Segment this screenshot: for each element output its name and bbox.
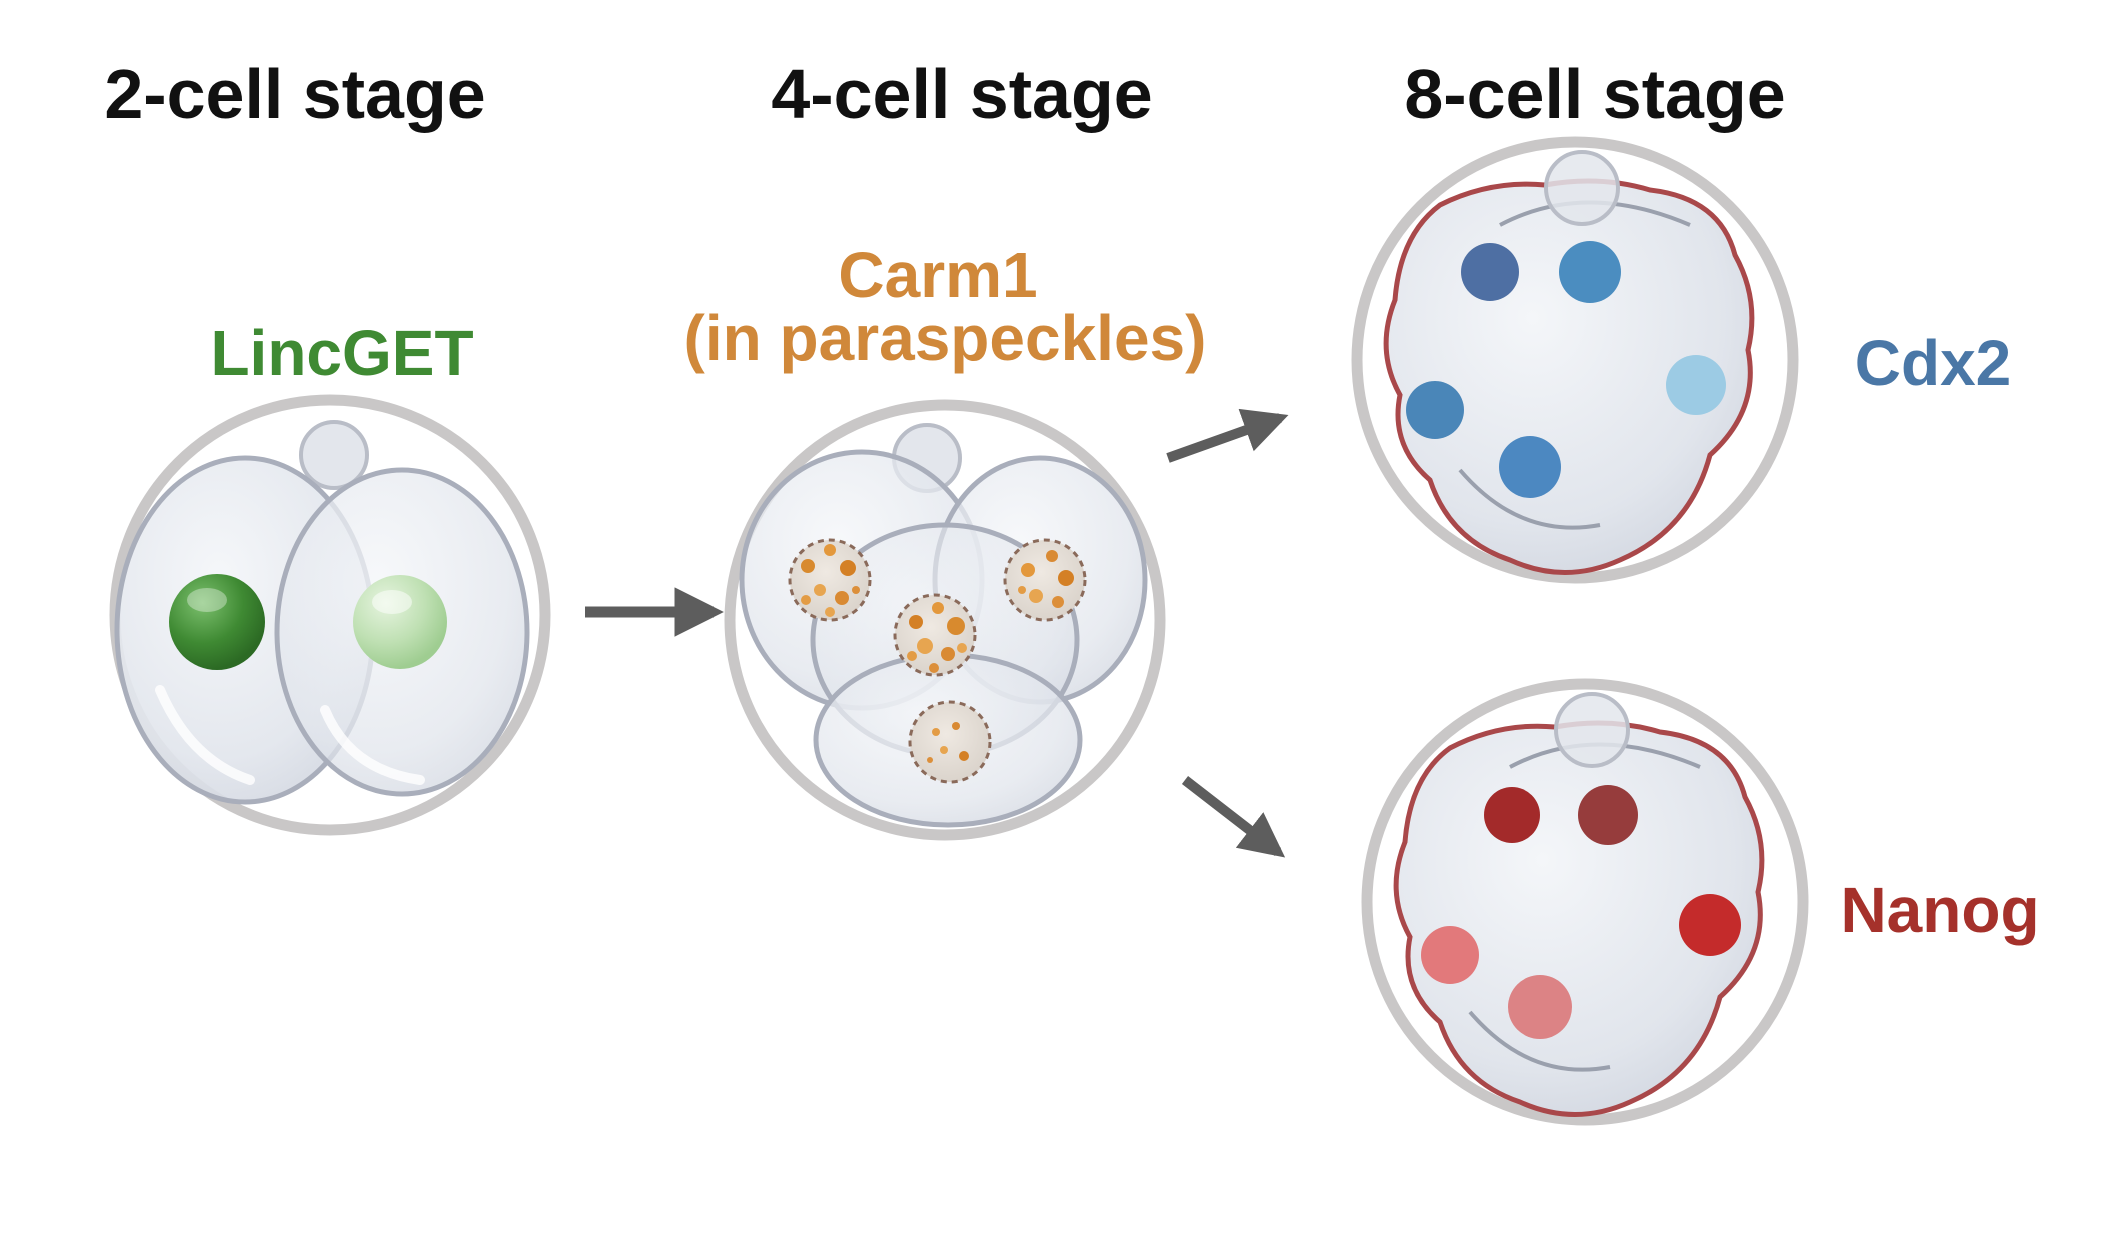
eight-cell-embryo-cdx2 <box>1351 136 1799 584</box>
marker-label-cdx2: Cdx2 <box>1855 327 2012 399</box>
arrow-to-8-cell-nanog <box>1181 776 1286 858</box>
paraspeckle-nucleus-center <box>893 593 977 677</box>
nucleus-nanog-2 <box>1578 785 1638 845</box>
paraspeckle-nucleus-left <box>788 538 872 622</box>
nucleus-cdx2-1 <box>1461 243 1519 301</box>
paraspeckle-nucleus-right <box>1003 538 1087 622</box>
nucleus-lincget-low <box>353 575 447 669</box>
nucleus-nanog-4 <box>1421 926 1479 984</box>
nucleus-cdx2-2 <box>1559 241 1621 303</box>
marker-label-paraspeckles: (in paraspeckles) <box>684 302 1207 374</box>
two-cell-embryo <box>109 394 551 836</box>
nucleus-lincget-high <box>169 574 265 670</box>
nucleus-nanog-1 <box>1484 787 1540 843</box>
nucleus-cdx2-3 <box>1406 381 1464 439</box>
polar-body <box>299 420 369 490</box>
marker-label-carm1: Carm1 <box>838 239 1037 311</box>
four-cell-embryo <box>724 399 1166 841</box>
arrow-to-8-cell-cdx2 <box>1166 408 1289 463</box>
stage-title-2-cell: 2-cell stage <box>104 55 485 133</box>
paraspeckle-nucleus-bottom <box>908 700 992 784</box>
polar-body <box>1544 150 1620 226</box>
eight-cell-embryo-nanog <box>1361 678 1809 1126</box>
nucleus-cdx2-4 <box>1499 436 1561 498</box>
polar-body <box>1554 692 1630 768</box>
nucleus-cdx2-5 <box>1666 355 1726 415</box>
nucleus-nanog-3 <box>1679 894 1741 956</box>
nucleus-nanog-5 <box>1508 975 1572 1039</box>
stage-title-4-cell: 4-cell stage <box>771 55 1152 133</box>
stage-title-8-cell: 8-cell stage <box>1404 55 1785 133</box>
marker-label-lincget: LincGET <box>210 317 473 389</box>
marker-label-nanog: Nanog <box>1840 874 2039 946</box>
